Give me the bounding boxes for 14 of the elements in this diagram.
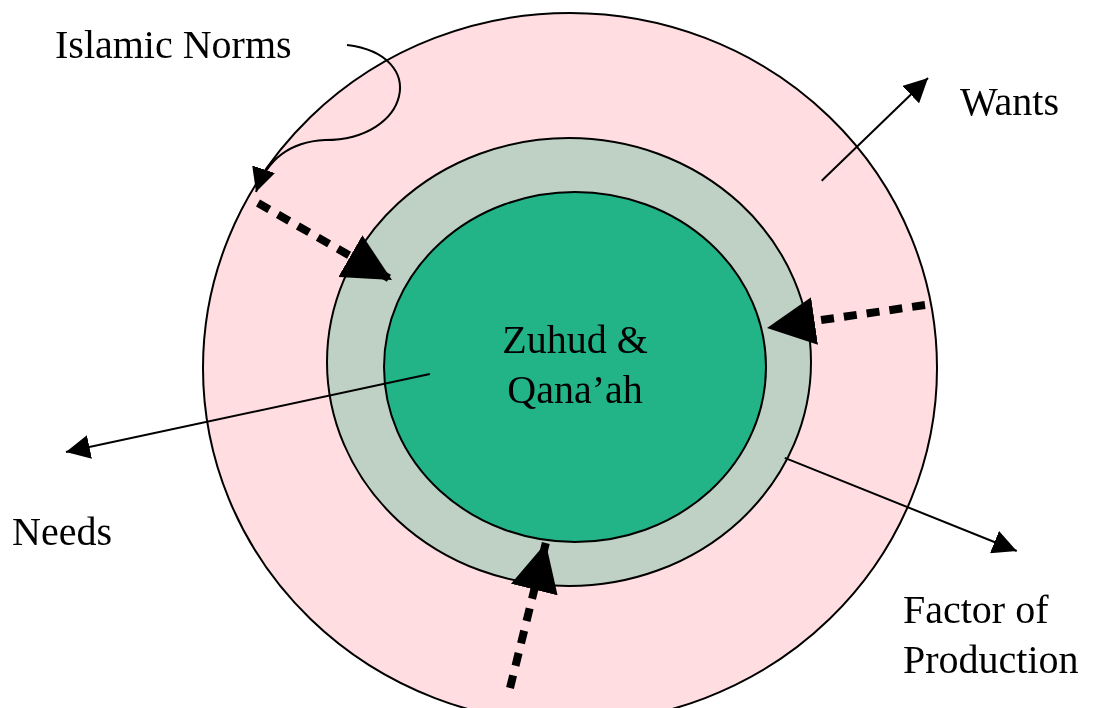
callout-label: Needs xyxy=(12,507,142,557)
arrow xyxy=(64,373,431,459)
callout-label: Islamic Norms xyxy=(55,20,347,70)
dashed-arrow xyxy=(256,199,394,284)
callout-label: Wants xyxy=(960,77,1090,127)
inner-circle xyxy=(383,191,767,543)
arrow xyxy=(820,77,929,182)
middle-ring xyxy=(326,137,812,587)
arrow xyxy=(783,456,1018,554)
dashed-arrow xyxy=(766,297,926,345)
callout-label: Factor of Production xyxy=(903,585,1108,685)
circle-label: Zuhud & Qana’ah xyxy=(501,316,649,414)
dashed-arrow xyxy=(506,542,558,689)
curved-leader-arrow xyxy=(253,44,401,193)
